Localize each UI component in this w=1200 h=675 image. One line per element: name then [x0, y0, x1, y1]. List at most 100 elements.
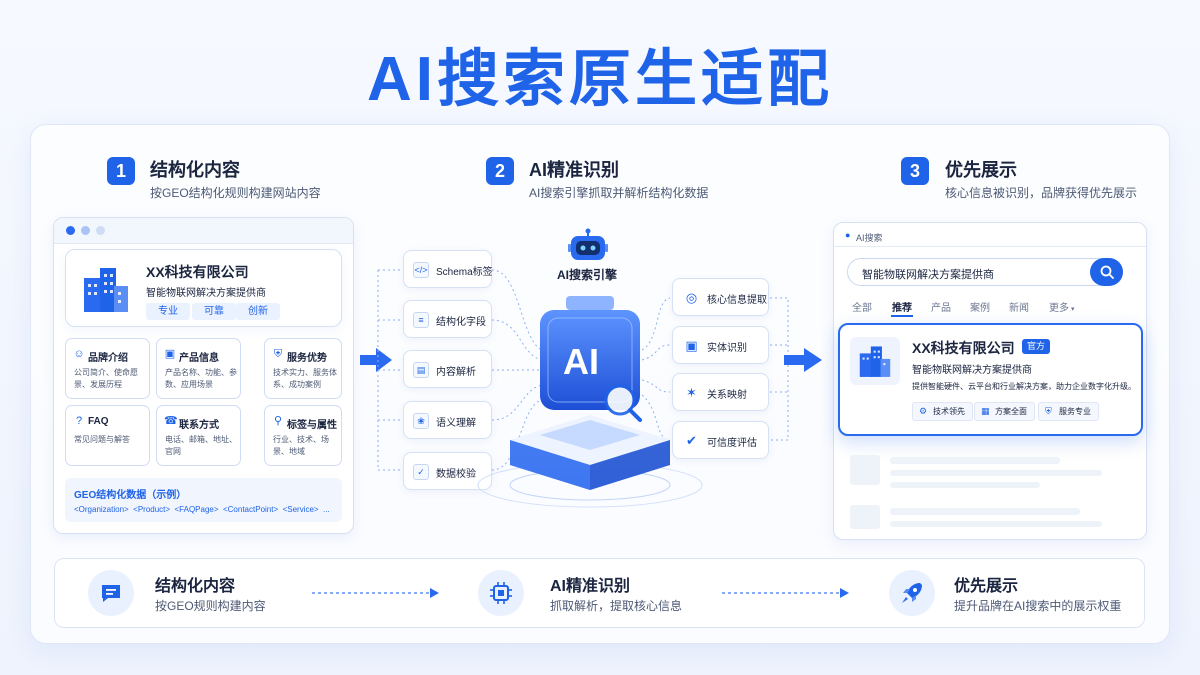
list-icon: ≡ — [413, 312, 429, 328]
tech-icon: ⚙ — [919, 406, 928, 416]
placeholder-line — [890, 508, 1080, 515]
engine-output-trust: ✔ 可信度评估 — [672, 421, 769, 459]
step-1-subtitle: 按GEO结构化规则构建网站内容 — [150, 186, 321, 200]
tab-news[interactable]: 新闻 — [1009, 303, 1029, 314]
network-icon: ✶ — [686, 385, 697, 400]
feature-product: ▣ 产品信息 产品名称、功能、参数、应用场景 — [156, 338, 241, 399]
summary-desc-3: 提升品牌在AI搜索中的展示权重 — [954, 599, 1122, 613]
tab-all[interactable]: 全部 — [852, 303, 872, 314]
summary-title-2: AI精准识别 — [550, 578, 631, 595]
feature-contact: ☎ 联系方式 电话、邮箱、地址、官网 — [156, 405, 241, 466]
step-3-title: 优先展示 — [945, 160, 1017, 180]
rocket-icon — [902, 583, 922, 603]
company-tag: 创新 — [236, 303, 280, 320]
geo-title: GEO结构化数据（示例） — [74, 490, 187, 501]
step-3-subtitle: 核心信息被识别，品牌获得优先展示 — [945, 186, 1138, 200]
summary-title-1: 结构化内容 — [155, 578, 236, 595]
company-tag: 可靠 — [192, 303, 236, 320]
browser-bar — [54, 218, 353, 244]
engine-input-validate: ✓ 数据校验 — [403, 452, 492, 490]
geo-code: <Organization> <Product> <FAQPage> <Cont… — [74, 505, 330, 514]
arrow-right-icon — [360, 348, 392, 372]
dotted-arrow-icon — [312, 588, 439, 598]
user-icon: ☺ — [73, 348, 85, 360]
summary-icon-wrap — [889, 570, 935, 616]
step-1-badge: 1 — [107, 157, 135, 185]
box-icon: ▣ — [164, 348, 176, 360]
company-tag: 专业 — [146, 303, 190, 320]
tab-more[interactable]: 更多 ▾ — [1049, 303, 1075, 314]
step-3-badge: 3 — [901, 157, 929, 185]
result-tag-tech: ⚙技术领先 — [912, 402, 973, 421]
placeholder-line — [890, 470, 1102, 476]
geo-data-box: GEO结构化数据（示例） <Organization> <Product> <F… — [65, 478, 342, 522]
placeholder-thumb — [850, 455, 880, 485]
browser-dot-icon — [96, 226, 105, 235]
summary-desc-1: 按GEO规则构建内容 — [155, 599, 266, 613]
step-2-subtitle: AI搜索引擎抓取并解析结构化数据 — [529, 186, 709, 200]
company-name: XX科技有限公司 — [146, 264, 249, 280]
shield-icon: ⛨ — [1045, 406, 1052, 416]
tab-cases[interactable]: 案例 — [970, 303, 990, 314]
result-company: XX科技有限公司 — [912, 340, 1015, 356]
phone-icon: ☎ — [164, 415, 178, 427]
placeholder-line — [890, 457, 1060, 464]
chat-icon — [102, 585, 120, 602]
grid-icon: ▦ — [981, 406, 990, 416]
browser-dot-icon — [81, 226, 90, 235]
brain-icon: ❀ — [413, 413, 429, 429]
search-button[interactable] — [1090, 258, 1123, 286]
search-input[interactable]: 智能物联网解决方案提供商 — [847, 258, 1123, 286]
ai-core-label: AI — [563, 341, 599, 382]
feature-service: ⛨ 服务优势 技术实力、服务体系、成功案例 — [264, 338, 342, 399]
engine-input-parse: ▤ 内容解析 — [403, 350, 492, 388]
dotted-arrow-icon — [722, 588, 849, 598]
feature-tags: ⚲ 标签与属性 行业、技术、场景、地域 — [264, 405, 342, 466]
engine-input-schema: </> Schema标签 — [403, 250, 493, 288]
result-tag-solution: ▦方案全面 — [974, 402, 1035, 421]
engine-output-extract: ◎ 核心信息提取 — [672, 278, 769, 316]
summary-desc-2: 抓取解析，提取核心信息 — [550, 599, 683, 613]
pin-icon: ⚲ — [273, 415, 283, 427]
search-icon — [1100, 265, 1114, 279]
summary-icon-wrap — [88, 570, 134, 616]
shield-icon: ⛨ — [273, 348, 283, 360]
engine-output-relation: ✶ 关系映射 — [672, 373, 769, 411]
doc-icon: ▤ — [413, 362, 429, 378]
summary-icon-wrap — [478, 570, 524, 616]
ai-logo-icon: ● — [845, 230, 851, 240]
target-icon: ◎ — [685, 290, 698, 305]
engine-input-semantic: ❀ 语义理解 — [403, 401, 492, 439]
result-desc: 提供智能硬件、云平台和行业解决方案，助力企业数字化升级。 — [912, 382, 1136, 391]
result-tag-service: ⛨服务专业 — [1038, 402, 1099, 421]
building-icon — [859, 346, 891, 377]
feature-faq: ? FAQ 常见问题与解答 — [65, 405, 150, 466]
company-desc: 智能物联网解决方案提供商 — [146, 288, 266, 299]
official-badge: 官方 — [1022, 339, 1051, 354]
engine-label: AI搜索引擎 — [557, 268, 618, 282]
engine-output-entity: ▣ 实体识别 — [672, 326, 769, 364]
step-1-title: 结构化内容 — [150, 160, 240, 180]
step-2-title: AI精准识别 — [529, 160, 619, 180]
result-subtitle: 智能物联网解决方案提供商 — [912, 365, 1032, 376]
summary-title-3: 优先展示 — [954, 578, 1019, 595]
active-tab-underline — [891, 315, 913, 317]
summary-strip — [54, 558, 1145, 628]
robot-icon — [568, 228, 608, 260]
feature-brand: ☺ 品牌介绍 公司简介、使命愿景、发展历程 — [65, 338, 150, 399]
step-2-badge: 2 — [486, 157, 514, 185]
chip-icon — [490, 582, 512, 604]
placeholder-thumb — [850, 505, 880, 529]
browser-dot-icon — [66, 226, 75, 235]
verified-icon: ✔ — [686, 433, 697, 448]
page-title: AI搜索原生适配 — [366, 45, 833, 114]
question-icon: ? — [75, 415, 83, 427]
code-icon: </> — [413, 262, 429, 278]
tab-products[interactable]: 产品 — [931, 303, 951, 314]
ai-chip-illustration — [477, 296, 703, 508]
arrow-right-icon — [784, 348, 822, 372]
placeholder-line — [890, 482, 1040, 488]
placeholder-line — [890, 521, 1102, 527]
search-header — [834, 223, 1146, 247]
tab-recommend[interactable]: 推荐 — [892, 303, 912, 314]
